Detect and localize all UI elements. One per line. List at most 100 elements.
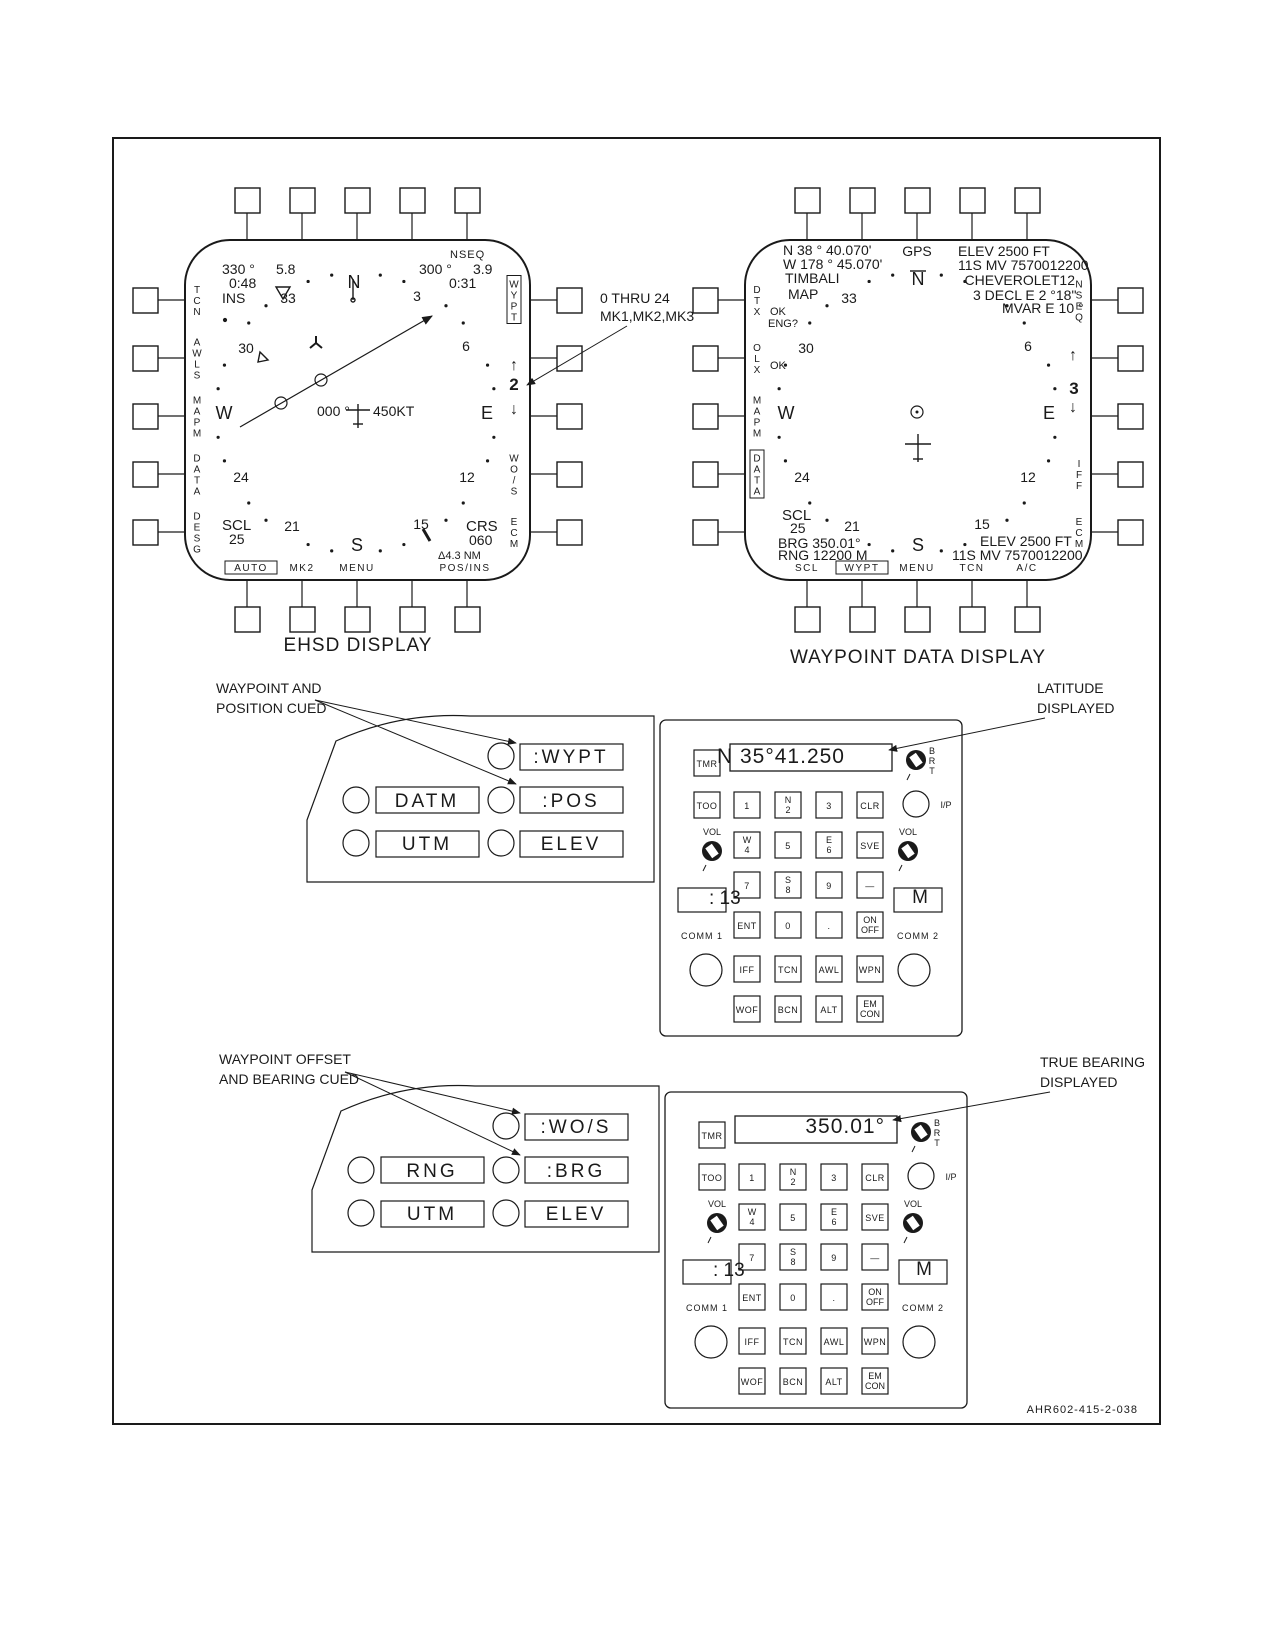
cue2-option-button-1[interactable] [492,1112,520,1140]
ufc2-key-k3[interactable]: 3 [820,1163,848,1191]
ehsd-top-button-1[interactable] [234,187,261,214]
cue2-option-button-4[interactable] [347,1199,375,1227]
ufc2-comm1-knob[interactable] [694,1325,728,1359]
ehsd-top-button-5[interactable] [454,187,481,214]
ufc2-key-dash[interactable]: — [861,1243,889,1271]
ehsd-bottom-button-5[interactable] [454,606,481,633]
ehsd-left-button-5[interactable] [132,519,159,546]
wpd-top-button-3[interactable] [904,187,931,214]
ufc2-vol1-knob[interactable] [707,1213,727,1244]
ufc1-key-k5[interactable]: 5 [774,831,802,859]
ufc2-key-k0[interactable]: 0 [779,1283,807,1311]
wpd-right-button-4[interactable] [1117,461,1144,488]
ufc1-key-alt[interactable]: ALT [815,995,843,1023]
ufc2-key-ent[interactable]: ENT [738,1283,766,1311]
ufc1-key-too[interactable]: TOO [693,791,721,819]
ufc2-key-k5[interactable]: 5 [779,1203,807,1231]
ufc2-key-tcn[interactable]: TCN [779,1327,807,1355]
ehsd-bottom-button-2[interactable] [289,606,316,633]
cue1-option-button-4[interactable] [342,829,370,857]
ufc2-vol2-knob[interactable] [903,1213,923,1244]
ufc2-key-k1[interactable]: 1 [738,1163,766,1191]
wpd-top-button-1[interactable] [794,187,821,214]
ehsd-top-button-3[interactable] [344,187,371,214]
ufc1-brt-knob[interactable] [906,750,926,781]
ehsd-right-button-1[interactable] [556,287,583,314]
ufc1-key-tmr[interactable]: TMR [693,749,721,777]
ufc1-vol2-knob[interactable] [898,841,918,872]
ufc1-key-ent[interactable]: ENT [733,911,761,939]
wpd-bottom-button-5[interactable] [1014,606,1041,633]
wpd-left-button-4[interactable] [692,461,719,488]
ufc2-key-tmr[interactable]: TMR [698,1121,726,1149]
ufc2-key-sve[interactable]: SVE [861,1203,889,1231]
ufc1-key-tcn[interactable]: TCN [774,955,802,983]
ufc1-key-k2[interactable]: N2 [774,791,802,819]
wpd-left-button-3[interactable] [692,403,719,430]
ufc1-key-k3[interactable]: 3 [815,791,843,819]
ehsd-left-button-2[interactable] [132,345,159,372]
ufc1-key-dot[interactable]: . [815,911,843,939]
ufc1-key-k4[interactable]: W4 [733,831,761,859]
ehsd-left-button-4[interactable] [132,461,159,488]
ufc1-key-k0[interactable]: 0 [774,911,802,939]
ufc2-key-awl[interactable]: AWL [820,1327,848,1355]
ufc1-key-dash[interactable]: — [856,871,884,899]
ufc1-ip-button[interactable] [902,790,930,818]
ufc2-key-k9[interactable]: 9 [820,1243,848,1271]
ufc1-key-sve[interactable]: SVE [856,831,884,859]
ufc2-key-wpn[interactable]: WPN [861,1327,889,1355]
wpd-top-button-5[interactable] [1014,187,1041,214]
ufc1-key-wof[interactable]: WOF [733,995,761,1023]
ufc1-key-k8[interactable]: S8 [774,871,802,899]
wpd-right-button-5[interactable] [1117,519,1144,546]
ufc2-key-alt[interactable]: ALT [820,1367,848,1395]
ufc1-key-wpn[interactable]: WPN [856,955,884,983]
ufc2-key-k6[interactable]: E6 [820,1203,848,1231]
wpd-bottom-button-3[interactable] [904,606,931,633]
ufc2-key-k2[interactable]: N2 [779,1163,807,1191]
ufc2-key-k4[interactable]: W4 [738,1203,766,1231]
cue1-option-button-2[interactable] [342,786,370,814]
ufc1-key-k1[interactable]: 1 [733,791,761,819]
ufc2-key-too[interactable]: TOO [698,1163,726,1191]
ufc2-key-bcn[interactable]: BCN [779,1367,807,1395]
ufc1-key-k6[interactable]: E6 [815,831,843,859]
cue2-option-button-2[interactable] [347,1156,375,1184]
ufc1-key-iff[interactable]: IFF [733,955,761,983]
wpd-top-button-2[interactable] [849,187,876,214]
ehsd-left-button-3[interactable] [132,403,159,430]
ufc2-key-k8[interactable]: S8 [779,1243,807,1271]
wpd-left-button-5[interactable] [692,519,719,546]
wpd-right-button-3[interactable] [1117,403,1144,430]
ehsd-bottom-button-3[interactable] [344,606,371,633]
ufc1-key-clr[interactable]: CLR [856,791,884,819]
ehsd-top-button-2[interactable] [289,187,316,214]
wpd-right-button-2[interactable] [1117,345,1144,372]
ufc2-key-k7[interactable]: 7 [738,1243,766,1271]
ufc1-key-bcn[interactable]: BCN [774,995,802,1023]
wpd-right-button-1[interactable] [1117,287,1144,314]
ufc2-ip-button[interactable] [907,1162,935,1190]
ufc2-key-dot[interactable]: . [820,1283,848,1311]
ehsd-bottom-button-4[interactable] [399,606,426,633]
ufc2-key-wof[interactable]: WOF [738,1367,766,1395]
ehsd-top-button-4[interactable] [399,187,426,214]
cue1-option-button-5[interactable] [487,829,515,857]
ufc1-key-awl[interactable]: AWL [815,955,843,983]
wpd-top-button-4[interactable] [959,187,986,214]
ehsd-right-button-4[interactable] [556,461,583,488]
ehsd-bottom-button-1[interactable] [234,606,261,633]
ufc1-comm2-knob[interactable] [897,953,931,987]
wpd-bottom-button-1[interactable] [794,606,821,633]
wpd-bottom-button-4[interactable] [959,606,986,633]
wpd-bottom-button-2[interactable] [849,606,876,633]
ufc2-key-iff[interactable]: IFF [738,1327,766,1355]
ufc1-key-k9[interactable]: 9 [815,871,843,899]
ufc1-vol1-knob[interactable] [702,841,722,872]
wpd-left-button-2[interactable] [692,345,719,372]
